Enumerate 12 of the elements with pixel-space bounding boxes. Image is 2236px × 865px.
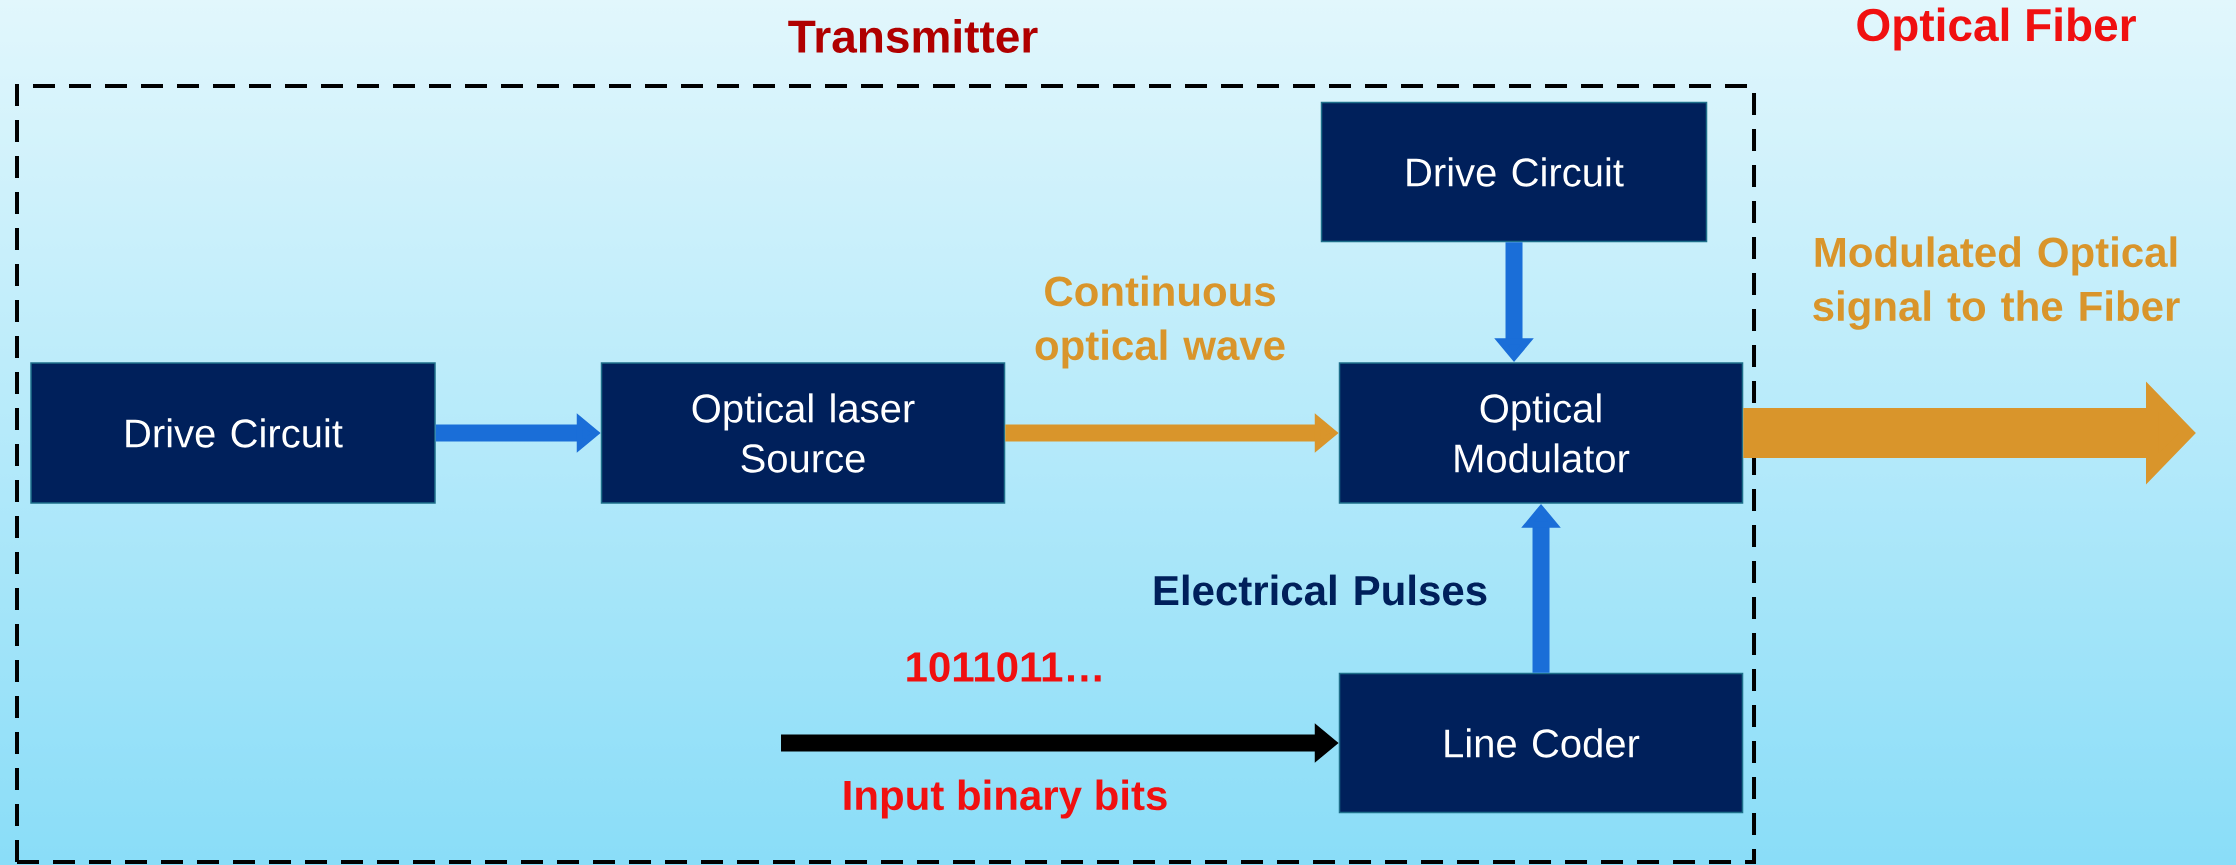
process-box: Optical Modulator: [1338, 362, 1744, 504]
edge-label: Modulated Optical signal to the Fiber: [1813, 236, 2180, 330]
text-label: Optical Fiber: [1857, 7, 2136, 51]
edge-label: Continuous optical wave: [1035, 275, 1285, 369]
edge-label: Electrical Pulses: [1154, 574, 1487, 606]
process-box: Drive Circuit: [1320, 101, 1708, 243]
text-label: 1011011…: [907, 652, 1101, 682]
process-box: Optical laser Source: [600, 362, 1006, 504]
frame-heading: Transmitter: [788, 19, 1038, 53]
process-box: Line Coder: [1338, 672, 1744, 814]
process-box: Drive Circuit: [30, 362, 436, 504]
text-label: Input binary bits: [844, 779, 1167, 819]
